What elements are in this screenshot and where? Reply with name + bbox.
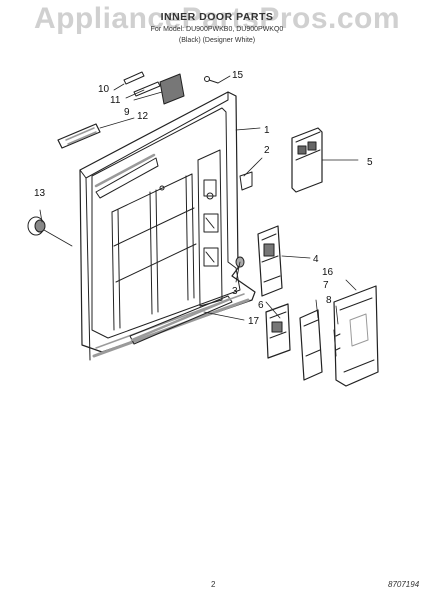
callout-3: 3 (232, 286, 238, 297)
color-line: (Black) (Designer White) (178, 37, 256, 44)
leader-lines (39, 75, 359, 325)
vent-part (57, 123, 101, 149)
callout-2: 2 (264, 145, 270, 156)
callout-10: 10 (98, 84, 110, 95)
callout-16: 16 (322, 267, 334, 278)
watermark: AppliancePartsPros.com (33, 2, 401, 35)
screw-part (204, 76, 219, 84)
callout-5: 5 (367, 157, 373, 168)
side-cover-part (333, 285, 379, 387)
latch-assembly-part (257, 225, 283, 297)
bracket-part (159, 73, 185, 105)
latch-wire-part (239, 171, 253, 191)
callout-9: 9 (124, 107, 130, 118)
callout-15: 15 (232, 70, 244, 81)
callout-labels: 1 2 3 4 5 6 7 8 9 10 11 12 13 15 16 17 (34, 70, 373, 327)
page-number: 2 (211, 580, 216, 589)
callout-13: 13 (34, 188, 46, 199)
callout-12: 12 (137, 111, 149, 122)
callout-8: 8 (326, 295, 332, 306)
diagram-title: INNER DOOR PARTS (160, 11, 274, 23)
callout-1: 1 (264, 125, 270, 136)
knob-part (27, 216, 46, 236)
callout-7: 7 (323, 280, 329, 291)
hinge-latch-part (265, 303, 291, 359)
callout-6: 6 (258, 300, 264, 311)
model-line: For Model: DU900PWKB0, DU900PWKQ0 (150, 26, 284, 33)
callout-11: 11 (110, 95, 121, 106)
callout-4: 4 (313, 254, 319, 265)
clip-parts (123, 71, 161, 97)
bottom-trim-strip (129, 295, 233, 345)
inner-door-panel (79, 91, 256, 361)
callout-17: 17 (248, 316, 260, 327)
spring-bracket-part (299, 309, 323, 381)
control-module-part (291, 127, 323, 193)
document-code: 8707194 (388, 580, 420, 589)
